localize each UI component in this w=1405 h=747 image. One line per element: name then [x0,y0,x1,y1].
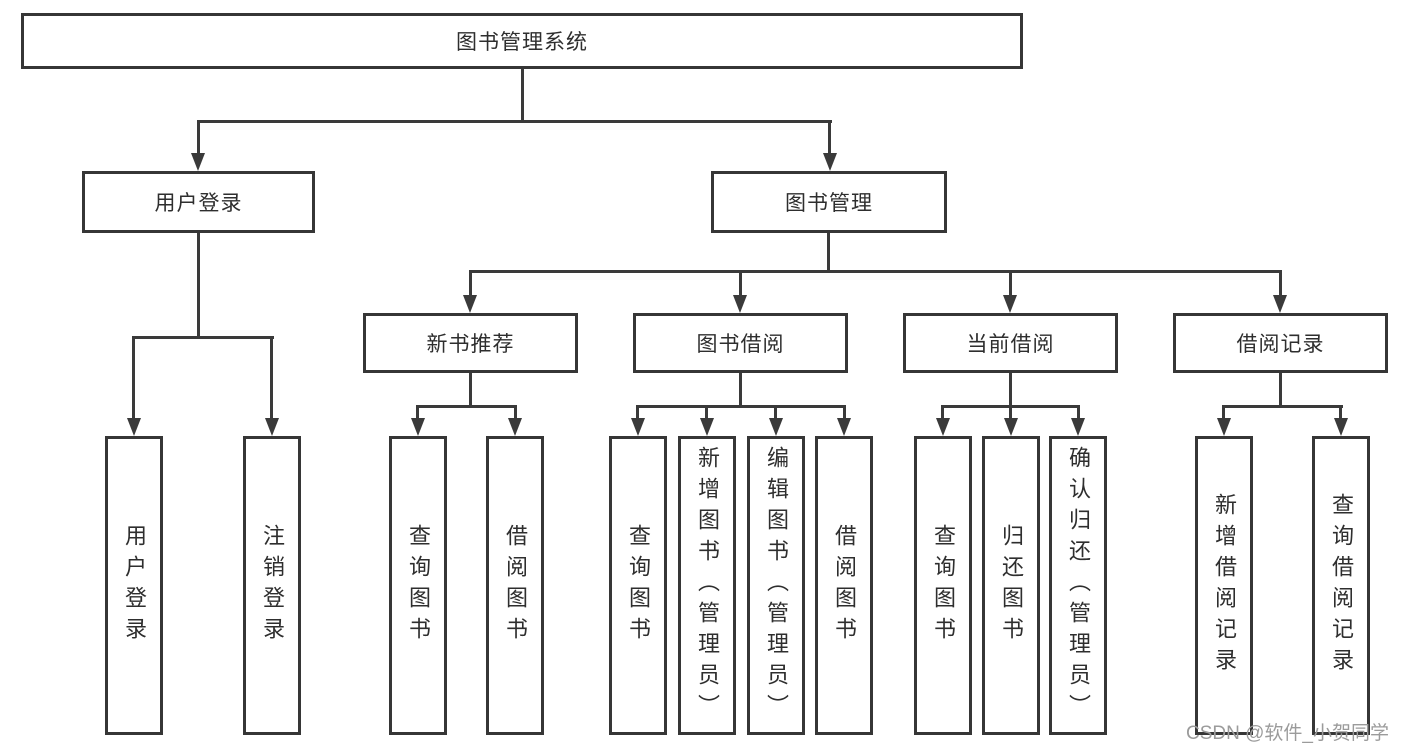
connector-line [739,270,742,296]
leaf-label: 查询图书 [931,523,956,648]
connector-line [1279,270,1282,296]
node-user-login: 用户登录 [82,171,315,233]
leaf-logout: 注销登录 [243,436,301,735]
leaf-label: 查询借阅记录 [1329,492,1354,679]
node-root-library-system: 图书管理系统 [21,13,1023,69]
connector-line [1222,405,1225,420]
arrow-down-icon [265,418,279,436]
connector-line [469,373,472,405]
connector-line [1009,270,1012,296]
connector-line [469,270,1282,273]
connector-line [827,233,830,270]
node-label: 图书管理 [785,192,873,215]
arrow-down-icon [1217,418,1231,436]
node-label: 当前借阅 [966,333,1055,356]
leaf-query-borrow-record: 查询借阅记录 [1312,436,1370,735]
node-label: 借阅记录 [1236,333,1325,356]
leaf-query-books-borrow: 查询图书 [609,436,667,735]
arrow-down-icon [463,295,477,313]
arrow-down-icon [411,418,425,436]
node-book-management: 图书管理 [711,171,947,233]
leaf-add-borrow-record: 新增借阅记录 [1195,436,1253,735]
leaf-label: 归还图书 [999,523,1024,648]
leaf-label: 确认归还（管理员） [1066,446,1091,725]
arrow-down-icon [1003,295,1017,313]
connector-line [469,270,472,296]
leaf-user-login: 用户登录 [105,436,163,735]
leaf-return-books: 归还图书 [982,436,1040,735]
connector-line [1339,405,1342,420]
leaf-label: 新增图书（管理员） [695,446,720,725]
connector-line [197,120,200,156]
leaf-label: 编辑图书（管理员） [764,446,789,725]
leaf-query-books-recommend: 查询图书 [389,436,447,735]
leaf-query-books-current: 查询图书 [914,436,972,735]
connector-line [774,405,777,420]
connector-line [132,336,135,420]
arrow-down-icon [191,153,205,171]
leaf-confirm-return-admin: 确认归还（管理员） [1049,436,1107,735]
node-label: 新书推荐 [426,333,515,356]
leaf-label: 注销登录 [260,523,285,648]
arrow-down-icon [936,418,950,436]
connector-line [1223,405,1343,408]
csdn-watermark: CSDN @软件_小贺同学 [1186,723,1389,744]
leaf-label: 借阅图书 [832,523,857,648]
arrow-down-icon [733,295,747,313]
leaf-borrow-books-recommend: 借阅图书 [486,436,544,735]
node-book-borrow: 图书借阅 [633,313,848,373]
leaf-add-books-admin: 新增图书（管理员） [678,436,736,735]
connector-line [417,405,517,408]
arrow-down-icon [700,418,714,436]
connector-line [521,69,524,120]
connector-line [1077,405,1080,420]
node-current-borrow: 当前借阅 [903,313,1118,373]
arrow-down-icon [1273,295,1287,313]
connector-line [197,233,200,336]
leaf-label: 查询图书 [626,523,651,648]
leaf-edit-books-admin: 编辑图书（管理员） [747,436,805,735]
node-label: 用户登录 [154,192,243,215]
node-label: 图书管理系统 [456,31,588,54]
node-borrow-records: 借阅记录 [1173,313,1388,373]
connector-line [133,336,274,339]
arrow-down-icon [837,418,851,436]
leaf-label: 用户登录 [122,523,147,648]
connector-line [1009,373,1012,405]
connector-line [514,405,517,420]
arrow-down-icon [631,418,645,436]
connector-line [828,120,831,156]
node-new-book-recommend: 新书推荐 [363,313,578,373]
connector-line [705,405,708,420]
leaf-label: 新增借阅记录 [1212,492,1237,679]
connector-line [1009,405,1012,420]
connector-line [416,405,419,420]
connector-line [197,120,832,123]
arrow-down-icon [769,418,783,436]
arrow-down-icon [823,153,837,171]
connector-line [637,405,846,408]
connector-line [636,405,639,420]
arrow-down-icon [1004,418,1018,436]
leaf-borrow-books: 借阅图书 [815,436,873,735]
arrow-down-icon [1071,418,1085,436]
arrow-down-icon [1334,418,1348,436]
arrow-down-icon [508,418,522,436]
connector-line [1279,373,1282,405]
leaf-label: 查询图书 [406,523,431,648]
connector-line [270,336,273,420]
connector-line [739,373,742,405]
arrow-down-icon [127,418,141,436]
connector-line [843,405,846,420]
node-label: 图书借阅 [696,333,785,356]
connector-line [941,405,944,420]
leaf-label: 借阅图书 [503,523,528,648]
